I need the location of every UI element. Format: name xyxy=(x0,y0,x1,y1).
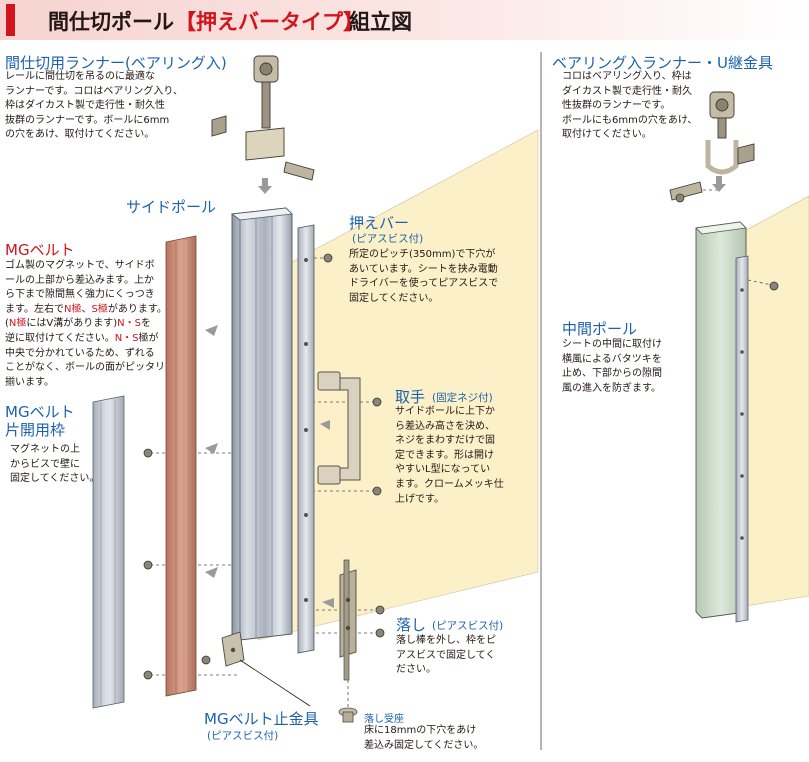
mg-belt-description-line: 逆に取付けてください。N・S極が xyxy=(5,332,170,347)
pole-marker: N・S xyxy=(117,318,141,330)
middle-pole-description: シートの中間に取付け 横風によるバタツキを 止め、下部からの隙間 風の進入を防ぎ… xyxy=(562,339,662,394)
drop-receiver-title: 落し受座 xyxy=(364,714,404,725)
runner-u-title: ベアリング入ランナー・U継金具 xyxy=(552,54,773,72)
screws xyxy=(143,193,779,680)
description-text: を xyxy=(140,318,151,330)
belt-bracket-part xyxy=(221,631,245,667)
title-banner xyxy=(0,0,809,40)
runner-u-part xyxy=(669,91,755,201)
description-text: 揃います。 xyxy=(5,376,54,388)
page-title: 間仕切ポール xyxy=(48,10,174,34)
page-title-type: 【押えバータイプ】 xyxy=(175,10,364,34)
press-bar-title: 押えバー xyxy=(349,214,410,232)
belt-bracket-subtitle: (ピアスビス付) xyxy=(207,730,279,742)
mg-belt-description-line: ゴム製のマグネットで、サイドボ xyxy=(5,259,170,274)
handle-part xyxy=(317,371,361,485)
mg-belt-description-line: 中央で分かれているため、ずれる xyxy=(5,347,170,362)
mg-belt-part xyxy=(165,235,197,697)
drop-bolt-title: 落し xyxy=(396,616,427,634)
pole-marker: N極 xyxy=(64,303,82,315)
mg-belt-description-line: ら下まで隙間無く強力にくっつき xyxy=(5,288,170,303)
mg-belt-description-line: 揃います。 xyxy=(5,376,170,391)
description-text: 、 xyxy=(81,303,92,315)
mg-frame-description: マグネットの上 からビスで壁に 固定してください。 xyxy=(10,444,100,485)
pole-marker: N極 xyxy=(8,318,27,330)
handle-description: サイドボールに上下か ら差込み高さを決め、 ネジをまわすだけで固 定できます。形… xyxy=(395,406,504,505)
drop-receiver-description: 床に18mmの下穴をあけ 差込み固定してください。 xyxy=(364,725,484,751)
description-text: があります。 xyxy=(107,303,167,315)
mg-belt-description-line: (N極にはV溝があります)N・Sを xyxy=(5,317,170,332)
bracket-leader xyxy=(239,659,311,707)
side-pole-title: サイドポール xyxy=(126,198,217,216)
description-text: ます。左右で xyxy=(5,303,64,315)
runner-bearing-description: レールに間仕切を吊るのに最適な ランナーです。コロはベアリング入り、 枠はダイカ… xyxy=(5,71,183,141)
description-text: 中央で分かれているため、ずれる xyxy=(5,347,155,359)
description-text: ゴム製のマグネットで、サイドボ xyxy=(5,260,155,271)
drop-receiver-part xyxy=(338,707,358,723)
press-bar-part xyxy=(297,224,315,654)
description-text: 逆に取付けてください。 xyxy=(5,332,115,344)
mg-frame-title-line2: 片開用枠 xyxy=(5,421,66,439)
press-bar-description: 所定のピッチ(350mm)で下穴が あいています。シートを挟み電動 ドライバーを… xyxy=(349,249,499,304)
page-title-suffix: 組立図 xyxy=(349,10,412,34)
mg-frame-title-line1: MGベルト xyxy=(5,403,75,421)
arrows xyxy=(205,176,726,608)
pole-marker: S極 xyxy=(91,303,108,315)
drop-bolt-part xyxy=(339,559,357,681)
pole-marker: N・S xyxy=(114,332,139,344)
side-pole-part xyxy=(230,207,293,641)
description-text: ら下まで隙間無く強力にくっつき xyxy=(5,289,155,301)
runner-bearing-title: 間仕切用ランナー(ベアリング入) xyxy=(5,54,227,72)
drop-bolt-description: 落し棒を外し、枠をピ アスビスで固定してく ださい。 xyxy=(396,635,496,676)
description-text: にはV溝があります) xyxy=(26,318,118,330)
middle-pole-part xyxy=(695,221,749,623)
drop-bolt-subtitle: (ピアスビス付) xyxy=(432,620,504,632)
runner-u-description: コロはベアリング入り、枠は ダイカスト製で走行性・耐久 性抜群のランナーです。 … xyxy=(562,71,698,141)
handle-subtitle: (固定ネジ付) xyxy=(432,392,493,404)
belt-bracket-title: MGベルト止金具 xyxy=(204,710,319,728)
mg-belt-description-line: ールの上部から差込みます。上か xyxy=(5,274,170,289)
mg-belt-title: MGベルト xyxy=(5,241,75,259)
description-text: ( xyxy=(5,318,9,330)
runner-bearing-part xyxy=(211,55,315,181)
middle-pole-title: 中間ポール xyxy=(562,320,638,338)
mg-belt-description-line: ことがなく、ボールの面がピッタリ xyxy=(5,361,170,376)
mg-belt-description: ゴム製のマグネットで、サイドボールの上部から差込みます。上から下まで隙間無く強力… xyxy=(5,259,170,390)
mg-frame-part xyxy=(92,395,125,709)
handle-title: 取手 xyxy=(395,388,426,406)
description-text: 極が xyxy=(138,332,159,344)
description-text: ことがなく、ボールの面がピッタリ xyxy=(5,362,165,374)
title-accent-bar xyxy=(6,4,15,36)
description-text: ールの上部から差込みます。上か xyxy=(5,274,154,286)
mg-belt-description-line: ます。左右でN極、S極があります。 xyxy=(5,303,170,318)
press-bar-subtitle: (ピアスビス付) xyxy=(352,233,424,245)
